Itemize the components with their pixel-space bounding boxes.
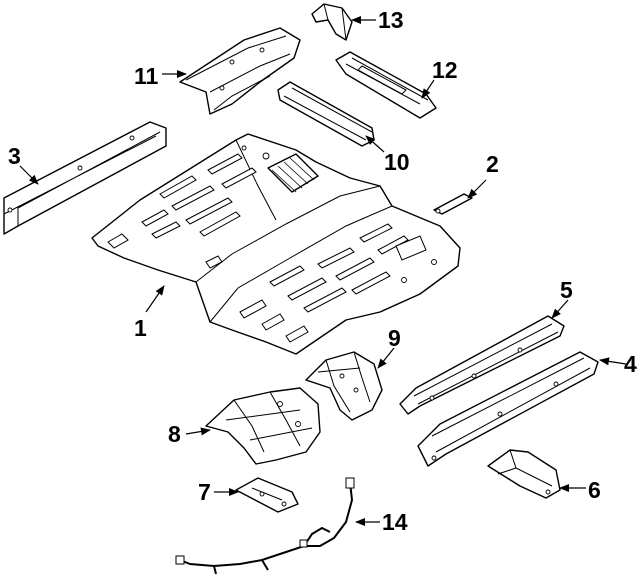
part-1-floor-pan	[91, 133, 461, 355]
callout-12: 12	[432, 57, 458, 83]
callout-5: 5	[560, 277, 573, 303]
callout-7: 7	[198, 479, 211, 505]
callout-labels: 1 2 3 4 5 6 7 8 9 10 11 12 13 14	[8, 7, 637, 535]
callout-6: 6	[588, 477, 601, 503]
part-2-bracket	[433, 193, 473, 215]
part-9-wheelhouse	[305, 351, 383, 421]
part-6-bracket	[487, 449, 561, 499]
part-4-side-sill	[417, 351, 599, 467]
part-10-crossmember	[277, 81, 375, 147]
callout-8: 8	[168, 421, 181, 447]
callout-9: 9	[388, 325, 401, 351]
callout-3: 3	[8, 143, 21, 169]
callout-2: 2	[486, 151, 499, 177]
callout-14: 14	[382, 509, 408, 535]
part-5-side-sill	[399, 315, 565, 415]
part-7-plate	[235, 477, 299, 513]
callout-11: 11	[134, 63, 159, 89]
leader-lines	[19, 16, 627, 526]
part-11-rail	[179, 27, 301, 115]
callout-4: 4	[624, 351, 637, 377]
callout-10: 10	[384, 149, 410, 175]
part-8-wheelhouse	[205, 387, 321, 465]
part-14-harness	[175, 477, 355, 575]
callout-1: 1	[134, 315, 147, 341]
part-12-crossmember	[335, 51, 437, 119]
part-13-bracket	[311, 3, 353, 41]
hatch-pattern	[271, 157, 315, 193]
part-3-side-rail	[3, 121, 167, 235]
callout-13: 13	[378, 7, 404, 33]
